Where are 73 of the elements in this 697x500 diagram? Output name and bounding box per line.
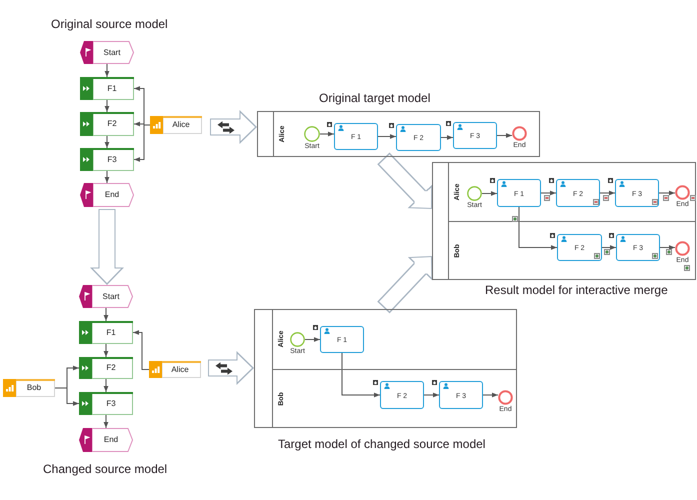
- org-unit-label: Alice: [171, 364, 189, 374]
- flow-arrow: [342, 352, 380, 398]
- flow-arrow: [104, 136, 110, 148]
- flow-arrow: [54, 388, 80, 406]
- model-title: Result model for interactive merge: [485, 283, 668, 297]
- task-box: [439, 381, 483, 409]
- flow-arrow: [518, 206, 558, 250]
- flow-arrow: [104, 344, 108, 358]
- flow-arrow: [540, 190, 556, 196]
- function-box: [80, 77, 134, 100]
- org-unit-label: Bob: [26, 383, 42, 393]
- flow-arrow: [482, 392, 498, 398]
- event-label: Start: [102, 292, 120, 302]
- flow-arrow: [440, 135, 454, 140]
- model-title: Target model of changed source model: [278, 437, 486, 451]
- function-label: F1: [106, 328, 116, 338]
- task-box: [557, 234, 602, 261]
- event-label: End: [104, 190, 120, 200]
- flow-arrow: [104, 414, 108, 428]
- flow-arrow: [602, 245, 616, 250]
- flow-arrow: [320, 132, 334, 136]
- flow-arrow: [104, 64, 110, 78]
- org-unit-box: [149, 361, 201, 378]
- block-arrow: [210, 110, 257, 144]
- event-label: End: [104, 435, 118, 445]
- flow-arrow: [134, 124, 150, 162]
- model-title: Changed source model: [43, 462, 168, 476]
- event-hexagon: [79, 285, 133, 308]
- flow-arrow: [378, 134, 396, 139]
- model-title: Original source model: [51, 17, 168, 31]
- flow-arrow: [132, 330, 150, 370]
- task-box: [396, 124, 441, 151]
- event-hexagon: [79, 428, 133, 452]
- block-arrow: [90, 209, 124, 285]
- task-box: [616, 234, 660, 261]
- org-unit-box: [150, 116, 202, 134]
- function-label: F3: [106, 398, 116, 408]
- flow-arrow: [104, 170, 110, 184]
- flow-arrow: [104, 100, 110, 112]
- task-box: [320, 326, 364, 353]
- model-title: Original target model: [319, 91, 430, 105]
- function-box: [80, 148, 134, 171]
- event-hexagon: [80, 41, 134, 64]
- block-arrow: [208, 351, 254, 385]
- org-unit-box: [3, 379, 55, 397]
- function-box: [79, 321, 133, 344]
- task-box: [556, 179, 600, 207]
- block-arrow: [377, 152, 432, 209]
- flow-arrow: [304, 337, 320, 342]
- task-box: [453, 122, 497, 149]
- function-label: F3: [107, 154, 117, 164]
- function-label: F2: [106, 363, 116, 373]
- function-box: [79, 392, 133, 415]
- task-box: [615, 179, 659, 207]
- task-box: [334, 123, 378, 150]
- flow-arrow: [496, 133, 512, 138]
- flow-arrow: [658, 190, 676, 196]
- function-label: F1: [107, 84, 117, 94]
- flow-arrow: [482, 191, 498, 196]
- event-hexagon: [80, 183, 134, 207]
- function-box: [79, 357, 133, 379]
- flow-arrow: [600, 190, 616, 196]
- task-box: [497, 179, 541, 207]
- flow-arrow: [424, 392, 440, 398]
- function-box: [80, 112, 134, 136]
- org-unit-label: Alice: [172, 120, 190, 130]
- flow-arrow: [104, 378, 108, 392]
- event-label: Start: [104, 48, 120, 58]
- block-arrow: [377, 256, 432, 314]
- flow-arrow: [660, 245, 676, 250]
- flow-arrow: [104, 308, 108, 322]
- function-label: F2: [107, 119, 117, 129]
- task-box: [380, 381, 424, 409]
